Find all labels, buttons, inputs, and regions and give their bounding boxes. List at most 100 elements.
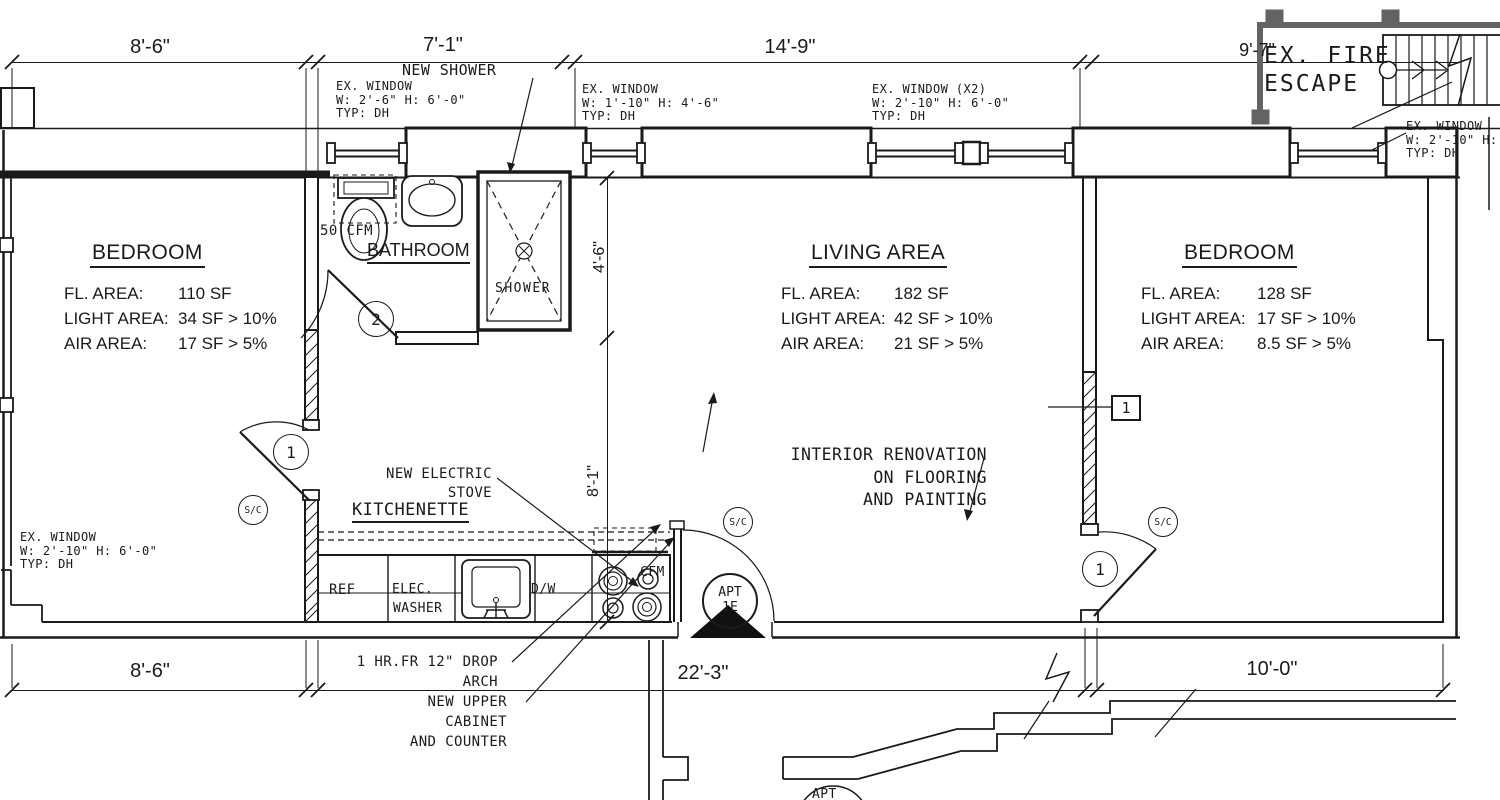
- door-bedroom-left: [239, 421, 310, 501]
- room-row: LIGHT AREA:34 SF > 10%: [64, 306, 277, 331]
- row-value: 42 SF > 10%: [894, 309, 993, 328]
- window-spec-living-double: EX. WINDOW (X2) W: 2'-10" H: 6'-0" TYP: …: [872, 82, 1010, 124]
- window-spec-bedroom-right: EX. WINDOW W: 2'-10" H: 6'-0" TYP: DH: [1406, 119, 1500, 161]
- window-spec-bedroom-left: EX. WINDOW W: 2'-10" H: 6'-0" TYP: DH: [20, 530, 158, 572]
- drop-arch-note: 1 HR.FR 12" DROP ARCH: [320, 652, 498, 692]
- row-value: 8.5 SF > 5%: [1257, 334, 1352, 353]
- row-value: 128 SF: [1257, 284, 1312, 303]
- apt-entry-tag: APT 1E: [702, 573, 758, 629]
- kitchenette-label: KITCHENETTE: [352, 500, 469, 524]
- dim-bottom-1: 8'-6": [130, 660, 170, 682]
- dim-bottom-3: 10'-0": [1246, 658, 1298, 680]
- window-spec-line: W: 2'-10" H: 6'-0": [20, 543, 158, 558]
- shower-stall: [476, 170, 572, 332]
- window-spec-line: W: 2'-10" H: 6'-0": [1406, 132, 1500, 147]
- elec-label: ELEC.: [392, 582, 434, 597]
- shower-label: SHOWER: [495, 281, 551, 296]
- upper-cabinet-line: CABINET: [445, 714, 507, 730]
- sc-detector-bedroom-right: S/C: [1148, 507, 1178, 537]
- window-spec-line: EX. WINDOW: [336, 79, 413, 93]
- sc-detector-living: S/C: [723, 507, 753, 537]
- washer-label: WASHER: [393, 601, 443, 616]
- fire-escape: [1251, 9, 1500, 125]
- window-spec-living-small: EX. WINDOW W: 1'-10" H: 4'-6" TYP: DH: [582, 82, 720, 124]
- stove-note-line: NEW ELECTRIC: [386, 466, 492, 482]
- room-row: FL. AREA: 110 SF: [64, 281, 277, 306]
- fire-escape-line: EX. FIRE: [1264, 43, 1391, 69]
- room-title-living: LIVING AREA: [809, 241, 948, 268]
- bathroom-label: BATHROOM: [367, 240, 470, 264]
- drop-arch-line: ARCH: [462, 674, 498, 690]
- row-label: FL. AREA:: [781, 284, 861, 303]
- row-label: LIGHT AREA:: [781, 309, 886, 328]
- new-shower-note: NEW SHOWER: [402, 61, 497, 79]
- room-row: AIR AREA: 17 SF > 5%: [64, 331, 277, 356]
- window-spec-line: TYP: DH: [582, 109, 636, 124]
- row-label: FL. AREA:: [64, 284, 144, 303]
- bedroom-right-wall: [1080, 177, 1099, 623]
- break-line: [1044, 652, 1071, 703]
- window-symbols: [326, 142, 1387, 164]
- row-label: FL. AREA:: [1141, 284, 1221, 303]
- bathroom-walls: [302, 176, 479, 623]
- upper-cabinet-line: AND COUNTER: [409, 734, 507, 750]
- apt-partial-label: APT: [812, 787, 837, 800]
- dimension-ticks: [4, 54, 1451, 698]
- west-wall: [0, 87, 43, 637]
- window-spec-line: W: 2'-10" H: 6'-0": [872, 95, 1010, 110]
- row-label: LIGHT AREA:: [64, 309, 169, 328]
- fire-escape-stair: [1378, 33, 1500, 107]
- window-spec-line: W: 1'-10" H: 4'-6": [582, 95, 720, 110]
- upper-cabinet-note: NEW UPPER CABINET AND COUNTER: [330, 692, 507, 752]
- kitchen-sink: [461, 559, 531, 619]
- row-label: AIR AREA:: [1141, 334, 1225, 353]
- ref-label: REF: [329, 582, 356, 598]
- window-spec-line: EX. WINDOW: [582, 82, 659, 96]
- apt-entry-line: 1E: [722, 600, 738, 615]
- fire-escape-line: ESCAPE: [1264, 71, 1360, 97]
- bathroom-sink: [401, 175, 463, 227]
- window-spec-line: TYP: DH: [336, 106, 390, 121]
- window-spec-line: TYP: DH: [1406, 146, 1460, 161]
- door-tag-bathroom: 2: [358, 301, 394, 337]
- toilet: [333, 174, 397, 261]
- window-spec-line: TYP: DH: [872, 109, 926, 124]
- row-label: AIR AREA:: [64, 334, 148, 353]
- room-title-bedroom-right: BEDROOM: [1182, 241, 1297, 268]
- room-row: FL. AREA: 182 SF: [781, 281, 993, 306]
- fire-escape-railing: [1251, 9, 1500, 125]
- dim-top-3: 14'-9": [764, 36, 816, 58]
- door-tag-bedroom-right: 1: [1082, 551, 1118, 587]
- window-spec-line: W: 2'-6" H: 6'-0": [336, 92, 466, 107]
- cfm-stove-label: CFM: [640, 565, 665, 580]
- row-value: 17 SF > 5%: [178, 334, 268, 353]
- dim-bottom-2: 22'-3": [677, 662, 729, 684]
- row-value: 110 SF: [178, 284, 232, 303]
- drop-arch-line: 1 HR.FR 12" DROP: [356, 654, 498, 670]
- row-value: 17 SF > 10%: [1257, 309, 1356, 328]
- door-tag-bedroom-left: 1: [273, 434, 309, 470]
- room-info-bedroom-left: BEDROOM FL. AREA: 110 SF LIGHT AREA:34 SF…: [64, 241, 277, 356]
- room-title-bedroom-left: BEDROOM: [90, 241, 205, 268]
- stove-note-line: STOVE: [447, 485, 492, 501]
- sc-detector-bedroom-left: S/C: [238, 495, 268, 525]
- room-row: LIGHT AREA:17 SF > 10%: [1141, 306, 1356, 331]
- upper-cabinet-line: NEW UPPER: [427, 694, 507, 710]
- room-info-bedroom-right: BEDROOM FL. AREA: 128 SF LIGHT AREA:17 SF…: [1141, 241, 1356, 356]
- dim-top-1: 8'-6": [130, 36, 170, 58]
- row-value: 182 SF: [894, 284, 949, 303]
- renovation-line: INTERIOR RENOVATION: [790, 445, 987, 464]
- leader-lines: [496, 77, 1453, 703]
- window-spec-line: EX. WINDOW: [1406, 119, 1483, 133]
- renovation-line: ON FLOORING: [873, 467, 987, 487]
- top-exterior-wall: [0, 126, 1500, 179]
- dim-top-2: 7'-1": [423, 34, 463, 56]
- row-label: AIR AREA:: [781, 334, 865, 353]
- east-wall: [1427, 117, 1490, 637]
- fire-escape-label: EX. FIRE ESCAPE: [1264, 42, 1391, 98]
- renovation-note: INTERIOR RENOVATION ON FLOORING AND PAIN…: [700, 444, 987, 512]
- room-info-living: LIVING AREA FL. AREA: 182 SF LIGHT AREA: 4…: [781, 241, 993, 356]
- wall-type-tag: 1: [1111, 395, 1141, 421]
